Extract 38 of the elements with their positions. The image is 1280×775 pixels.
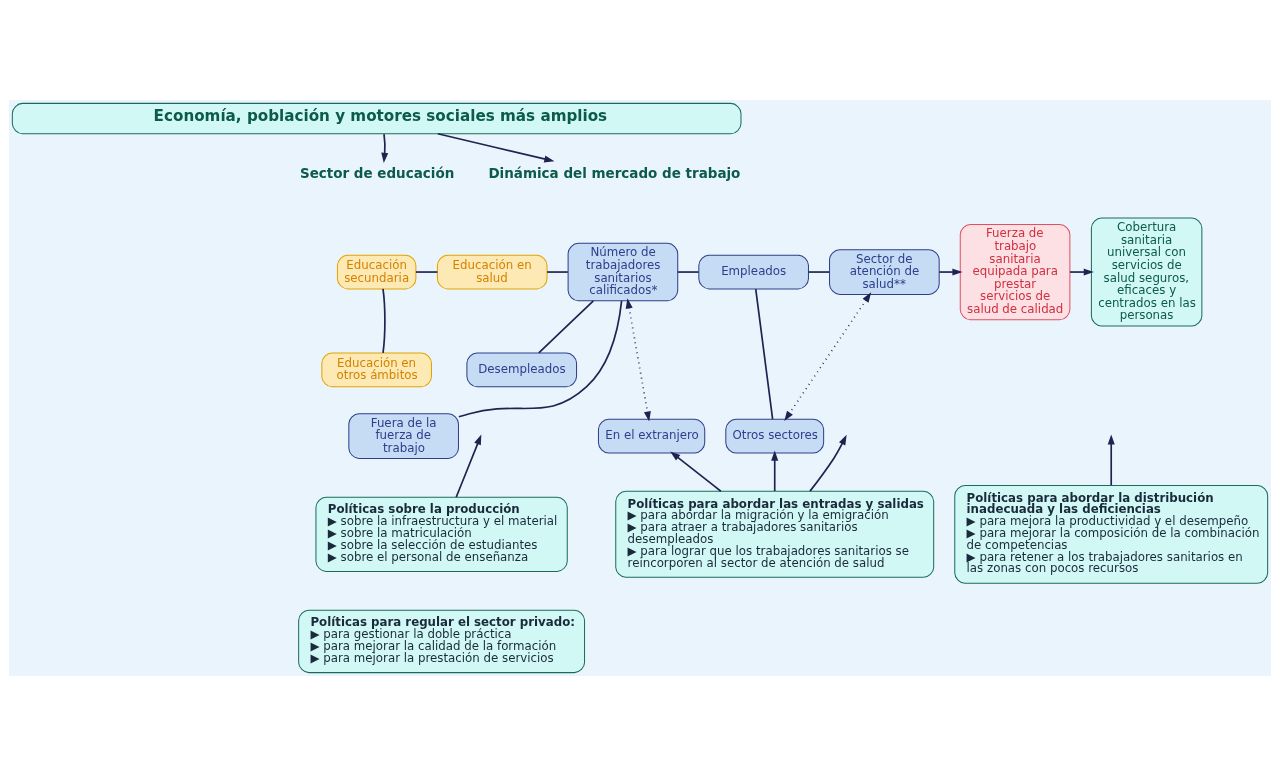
connector [754,287,774,420]
connector [546,270,569,273]
arrow [625,297,651,422]
node-box: Políticas sobre la producción ▶ sobre la infraestructura y el material ▶ sobre la matriculación ▶ sobre la selección de estudiantes ▶ sobre el personal de enseñanza [315,496,568,572]
node-box: Educación en otros ámbitos [321,352,432,387]
arrow [670,451,722,492]
connector [537,299,595,354]
arrow [938,268,963,276]
arrow [771,450,779,492]
node-text: Dinámica del mercado de trabajo [488,164,741,181]
node-box: Educación secundaria [336,254,417,289]
node-box: Políticas para regular el sector privado: ▶ para gestionar la doble práctica ▶ para mejorar la calidad de la formación ▶ para mejorar la prestación de servicios [298,609,586,673]
connector [382,287,386,354]
arrow [455,434,482,498]
node-box: Fuerza de trabajo sanitaria equipada para prestar servicios de salud de calidad [959,223,1071,320]
node-text: Sector de educación [299,164,455,181]
node-box: Cobertura sanitaria universal con servicios de salud seguros, eficaces y centrados en las personas [1090,217,1203,326]
node-box: Otros sectores [725,418,825,453]
node-box: Políticas para abordar la distribución inadecuada y las deficiencias ▶ para mejora la productividad y el desempeño ▶ para mejorar la composición de la combinación de competencias ▶ para retener a los trabajadores sanitarios en las zonas con pocos recursos [954,484,1269,584]
arrow [1107,433,1115,486]
node-box: Educación en salud [436,254,548,289]
arrow [1069,268,1094,276]
arrow [784,291,872,421]
node-box: Sector de atención de salud** [829,248,940,295]
node-box: Políticas para abordar las entradas y salidas ▶ para abordar la migración y la emigración ▶ para atraer a trabajadores sanitarios desempleados ▶ para lograr que los trabajadores sanitarios se reincorporen al sector de atención de salud [615,490,935,578]
arrow [381,132,389,163]
node-box: Desempleados [466,352,578,387]
connector [457,299,623,418]
arrow [436,132,555,162]
node-box: Número de trabajadores sanitarios calificados* [567,242,679,301]
node-box: Fuera de la fuerza de trabajo [348,412,459,459]
connector [807,270,831,273]
node-box: Empleados [698,254,809,289]
node-box: En el extranjero [597,418,706,453]
node-box: Economía, población y motores sociales más amplios [11,102,742,134]
connector [415,270,439,273]
connector [676,270,700,273]
arrow [809,434,847,492]
